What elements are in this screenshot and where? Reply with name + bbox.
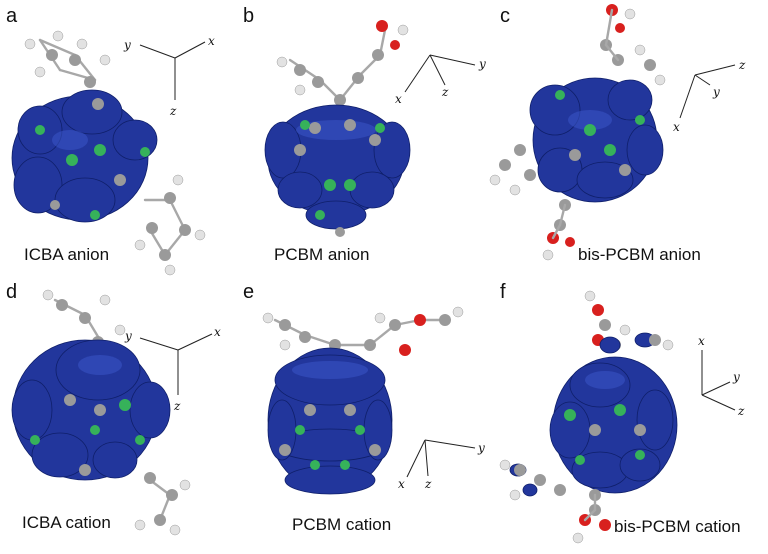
molecule-bis-pcbm-anion <box>489 4 666 261</box>
side-group <box>276 20 409 106</box>
axis-indicator: y x z <box>123 34 215 118</box>
axis-label: x <box>673 120 680 134</box>
axis-label: x <box>214 325 221 339</box>
panel-letter-d: d <box>6 281 17 303</box>
side-group <box>24 30 111 88</box>
molecule-icba-anion <box>11 30 206 276</box>
side-group <box>262 306 464 356</box>
axis-indicator: y x z <box>395 54 486 106</box>
panel-letter-a: a <box>6 5 18 27</box>
axis-label: y <box>478 57 486 71</box>
panel-caption-d: ICBA cation <box>22 513 111 532</box>
side-group <box>499 459 611 544</box>
axis-label: z <box>424 477 432 491</box>
panel-letter-c: c <box>500 5 510 27</box>
panel-caption-a: ICBA anion <box>24 245 109 264</box>
panel-d: d <box>6 281 221 536</box>
panel-letter-f: f <box>500 281 506 303</box>
panel-caption-c: bis-PCBM anion <box>578 245 701 264</box>
side-group <box>489 144 575 261</box>
axis-label: x <box>395 92 402 106</box>
panel-caption-e: PCBM cation <box>292 515 391 534</box>
axis-label: y <box>124 329 132 343</box>
axis-label: z <box>738 58 746 72</box>
panel-f: f <box>499 281 745 544</box>
panel-caption-f: bis-PCBM cation <box>614 517 741 536</box>
molecule-icba-cation <box>11 289 191 536</box>
side-group <box>42 289 126 348</box>
axis-label: z <box>169 104 177 118</box>
panel-c: c <box>489 4 746 264</box>
molecule-pcbm-cation <box>262 306 464 495</box>
axis-label: x <box>398 477 405 491</box>
axis-label: z <box>441 85 449 99</box>
panel-b: b <box>243 5 486 264</box>
axis-label: y <box>123 38 131 52</box>
panel-letter-e: e <box>243 281 254 303</box>
side-group <box>600 4 666 86</box>
panel-a: a <box>6 5 215 276</box>
axis-label: x <box>208 34 215 48</box>
panel-letter-b: b <box>243 5 254 27</box>
molecule-bis-pcbm-cation <box>499 290 678 544</box>
side-group <box>134 174 206 276</box>
axis-label: x <box>698 334 705 348</box>
axis-indicator: y x z <box>398 439 485 491</box>
axis-indicator: z y x <box>673 58 746 134</box>
axis-indicator: y x z <box>124 325 221 413</box>
axis-label: y <box>712 85 720 99</box>
panel-e: e <box>243 281 485 534</box>
axis-label: y <box>732 370 740 384</box>
axis-indicator: x y z <box>698 334 745 418</box>
axis-label: z <box>737 404 745 418</box>
axis-label: z <box>173 399 181 413</box>
side-group <box>584 290 674 354</box>
side-group <box>134 472 191 536</box>
axis-label: y <box>477 441 485 455</box>
panel-caption-b: PCBM anion <box>274 245 369 264</box>
molecule-pcbm-anion <box>264 20 411 237</box>
